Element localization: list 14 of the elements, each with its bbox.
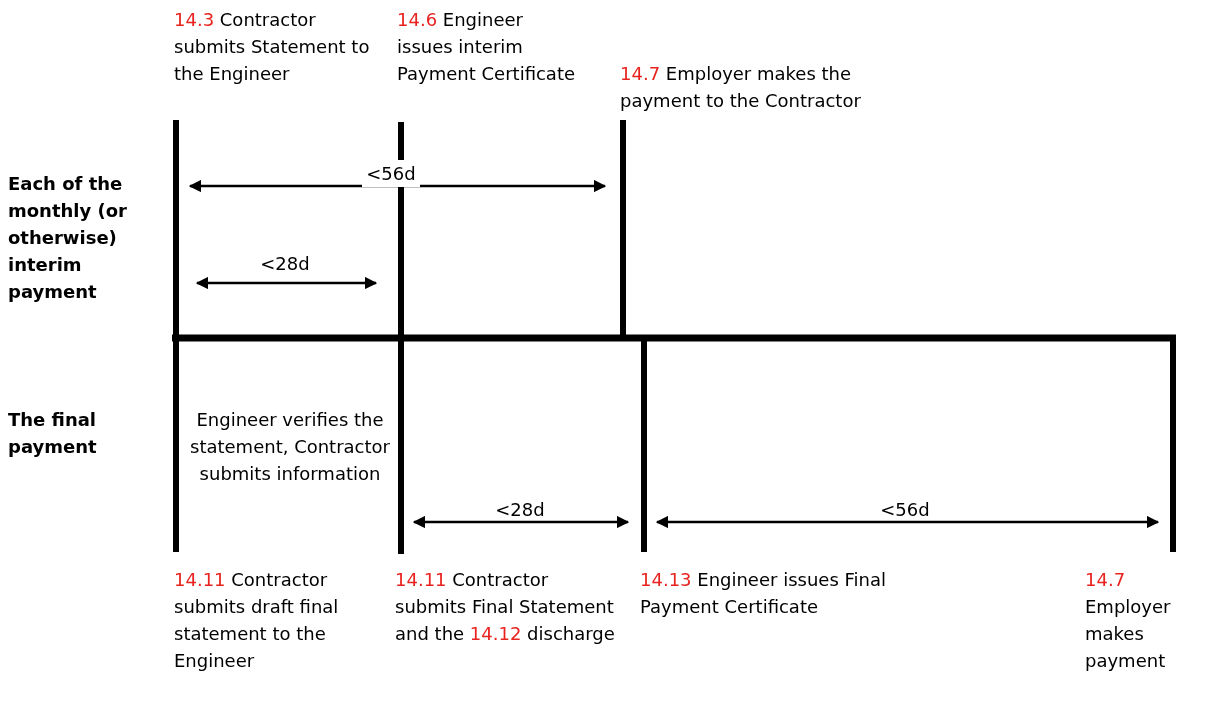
event-description: 14.11 Contractor submits Final Statement and the 14.12 discharge	[395, 568, 616, 646]
row-heading: The final payment	[8, 408, 98, 459]
event-description: 14.7 Employer makes the payment to the Contractor	[620, 62, 862, 113]
duration-label: <56d	[879, 498, 931, 522]
event-description: 14.11 Contractor submits draft final statement to the Engineer	[174, 568, 340, 673]
event-description: 14.7 Employer makes payment	[1085, 568, 1172, 673]
process-note: Engineer verifies the statement, Contractor submits information	[189, 408, 391, 486]
row-heading: Each of the monthly (or otherwise) interim payment	[8, 172, 128, 304]
duration-label: <56d	[362, 160, 420, 187]
event-description: 14.3 Contractor submits Statement to the Engineer	[174, 8, 371, 86]
event-description: 14.13 Engineer issues Final Payment Certificate	[640, 568, 887, 619]
event-description: 14.6 Engineer issues interim Payment Certificate	[397, 8, 577, 86]
duration-label: <28d	[259, 252, 311, 276]
duration-label: <28d	[494, 498, 546, 522]
